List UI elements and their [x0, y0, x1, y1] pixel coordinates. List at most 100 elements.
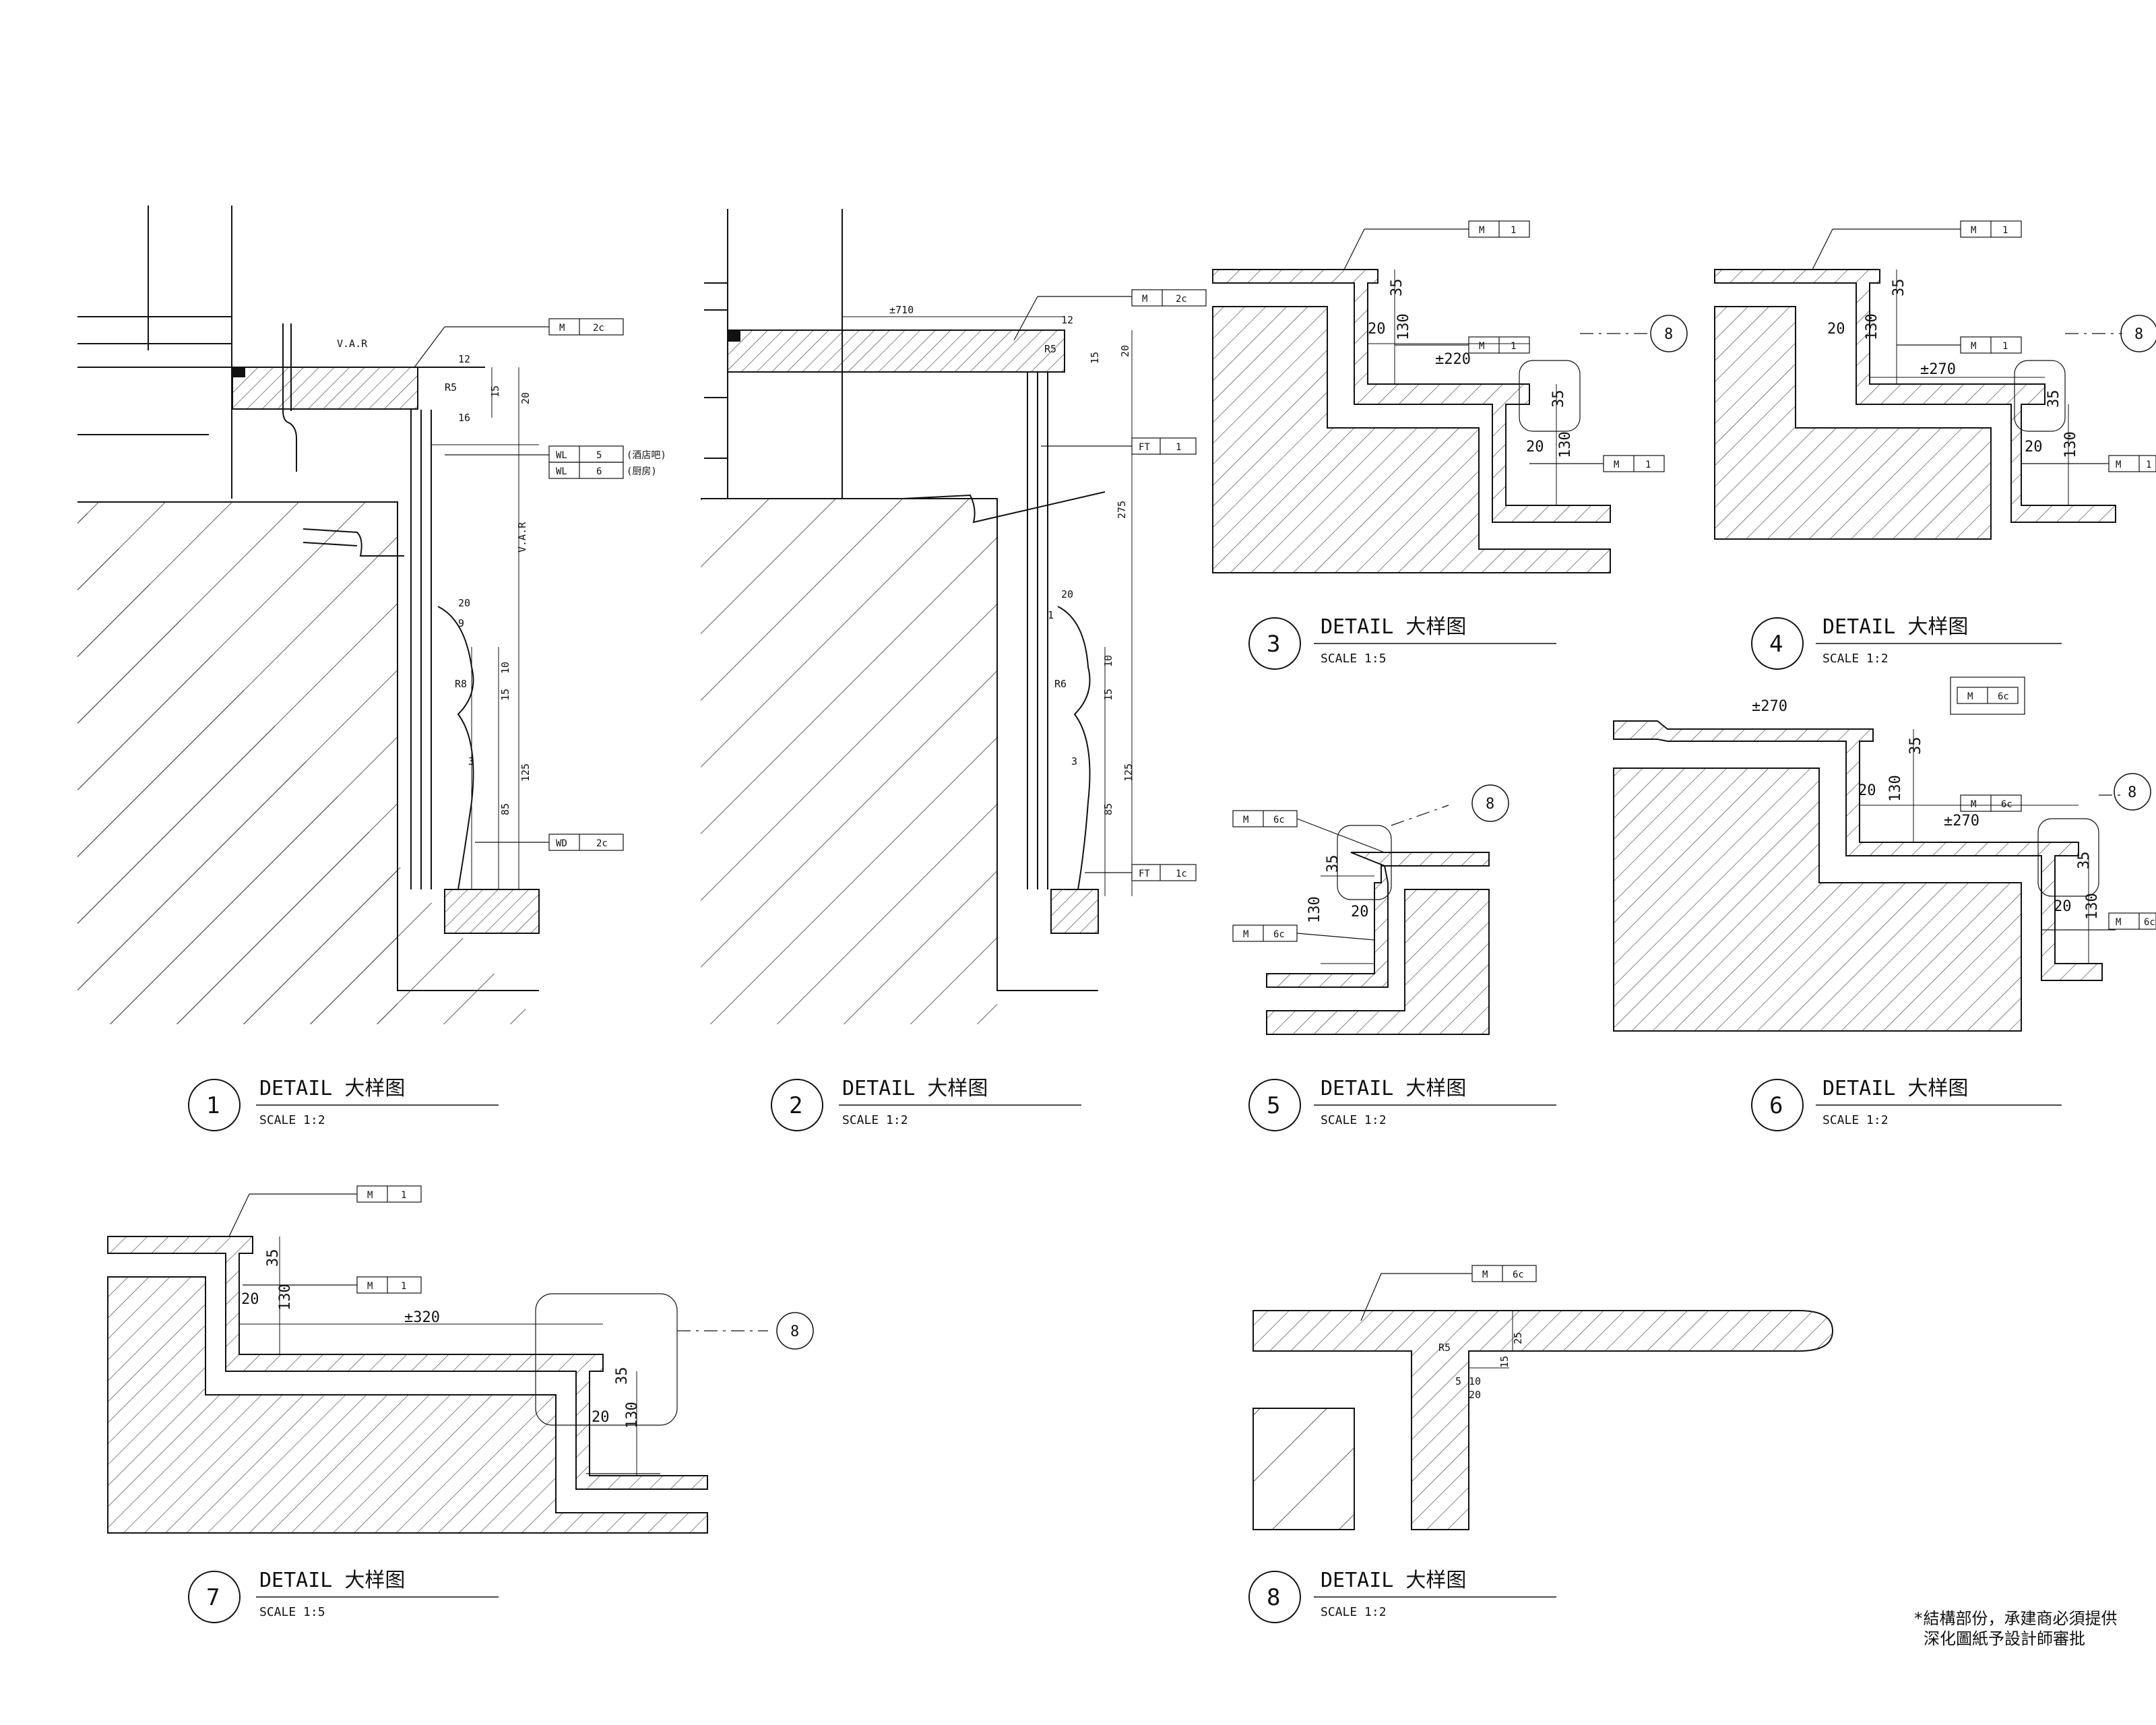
dim-label: 130: [277, 1284, 294, 1311]
tag-no: 1c: [1176, 869, 1187, 879]
tag-no: 1: [2002, 225, 2008, 236]
detail-5-scale: SCALE 1:2: [1321, 1113, 1387, 1127]
tag-code: M: [1243, 815, 1248, 825]
dim-label: ±710: [889, 304, 914, 316]
detail-8-scale: SCALE 1:2: [1321, 1605, 1387, 1619]
tag-code: WL: [556, 466, 567, 477]
dim-label: ±220: [1435, 351, 1471, 368]
tag-note: (厨房): [627, 466, 657, 477]
dim-label: 35: [614, 1367, 631, 1385]
tag-labels: M 2c WL 5 (酒店吧) WL 6 (厨房) WD 2c M 2c FT …: [367, 225, 2155, 1292]
dim-label: R5: [1438, 1342, 1451, 1354]
detail-7-title: DETAIL 大样图: [259, 1569, 405, 1592]
dim-label: 10: [1469, 1375, 1481, 1387]
dim-label: 20: [2025, 439, 2043, 456]
dim-label: 20: [1526, 439, 1544, 456]
dim-label: 25: [1512, 1332, 1524, 1344]
detail-4-number: 4: [1769, 631, 1783, 658]
detail-8-title: DETAIL 大样图: [1321, 1569, 1466, 1592]
tag-no: 6c: [1998, 691, 2009, 702]
dim-label: 20: [2054, 898, 2072, 915]
detail-6-drawing: [1613, 677, 2122, 1032]
callout-ref-label: 8: [2128, 784, 2136, 801]
tag-code: M: [1142, 294, 1147, 305]
tag-code: M: [1614, 460, 1619, 470]
tag-no: 6: [596, 466, 602, 477]
detail-8-number: 8: [1267, 1584, 1280, 1611]
tag-no: 1: [1511, 341, 1516, 352]
dim-label: 35: [1389, 279, 1405, 297]
callout-ref-label: 8: [1486, 796, 1494, 813]
tag-note: (酒店吧): [627, 450, 666, 461]
detail-1-title: DETAIL 大样图: [259, 1077, 405, 1100]
dim-label: 20: [1119, 345, 1131, 357]
tag-code: FT: [1139, 869, 1150, 879]
callout-ref-label: 8: [790, 1323, 799, 1340]
dim-label: 130: [624, 1402, 641, 1429]
tag-no: 1: [401, 1190, 406, 1201]
tag-code: M: [1243, 929, 1248, 940]
tag-code: M: [1479, 225, 1484, 236]
dim-label: 12: [1061, 314, 1073, 326]
dim-label: 275: [1116, 501, 1128, 519]
detail-6-scale: SCALE 1:2: [1822, 1113, 1889, 1127]
detail-titles: DETAIL 大样图 SCALE 1:2 1 DETAIL 大样图 SCALE …: [206, 615, 1968, 1619]
dim-label: 20: [1351, 904, 1369, 920]
detail-7-leaders: [228, 1193, 660, 1474]
dim-label: 20: [1368, 321, 1386, 338]
tag-no: 6c: [2144, 917, 2155, 928]
tag-no: 2c: [596, 838, 608, 849]
dim-label: 130: [1864, 313, 1880, 340]
detail-4-scale: SCALE 1:2: [1822, 652, 1889, 666]
detail-5-title: DETAIL 大样图: [1321, 1077, 1466, 1100]
dim-label: 15: [489, 385, 501, 398]
detail-5-leaders: [1296, 818, 1385, 941]
dim-label: V.A.R: [337, 338, 368, 350]
dim-label: R8: [455, 678, 467, 690]
dim-label: 130: [1557, 431, 1574, 458]
dim-label: R6: [1054, 678, 1067, 690]
tag-no: 1: [1511, 225, 1516, 236]
dim-label: 35: [1325, 855, 1341, 873]
dim-label: 1: [1048, 609, 1054, 621]
callout-ref-label: 8: [1664, 326, 1673, 343]
dim-label: ±270: [1944, 813, 1979, 829]
dim-label: 130: [1887, 775, 1904, 802]
detail-3-title: DETAIL 大样图: [1321, 615, 1466, 639]
tag-code: M: [367, 1281, 373, 1292]
footnote-line-1: *結構部份，承建商必須提供: [1913, 1609, 2117, 1628]
detail-1-leaders: [414, 326, 549, 843]
dim-label: 9: [458, 617, 464, 629]
detail-6-number: 6: [1769, 1092, 1783, 1119]
detail-1-drawing: [77, 206, 540, 1024]
dim-label: 35: [1907, 737, 1924, 755]
dim-label: 20: [519, 392, 532, 404]
dim-label: 130: [2062, 431, 2079, 458]
tag-code: M: [367, 1190, 373, 1201]
callout-ref-label: 8: [2134, 326, 2143, 343]
dim-label: 20: [241, 1291, 259, 1308]
tag-code: M: [2116, 460, 2121, 470]
dim-label: 3: [468, 755, 474, 767]
dim-label: 35: [1550, 390, 1567, 408]
dim-label: 20: [458, 597, 470, 609]
dim-label: 5: [1455, 1375, 1461, 1387]
dim-label: 130: [2084, 893, 2101, 920]
dim-label: 20: [1858, 782, 1876, 799]
detail-7-drawing: [107, 1236, 768, 1534]
tag-no: 6c: [1273, 815, 1285, 825]
detail-4-leaders: [1812, 228, 2109, 464]
tag-no: 1: [2002, 341, 2008, 352]
detail-8-drawing: [1253, 1310, 1834, 1530]
tag-no: 2c: [1176, 294, 1187, 305]
tag-no: 1: [401, 1281, 406, 1292]
dim-label: 125: [519, 763, 532, 782]
detail-6-title: DETAIL 大样图: [1822, 1077, 1968, 1100]
dim-label: 10: [1102, 655, 1114, 667]
detail-7-number: 7: [206, 1584, 220, 1611]
dim-label: 10: [499, 662, 511, 674]
detail-2-drawing: [701, 209, 1133, 1024]
dim-label: ±270: [1752, 698, 1787, 715]
detail-8-leaders: [1360, 1273, 1472, 1321]
tag-code: M: [1967, 691, 1973, 702]
